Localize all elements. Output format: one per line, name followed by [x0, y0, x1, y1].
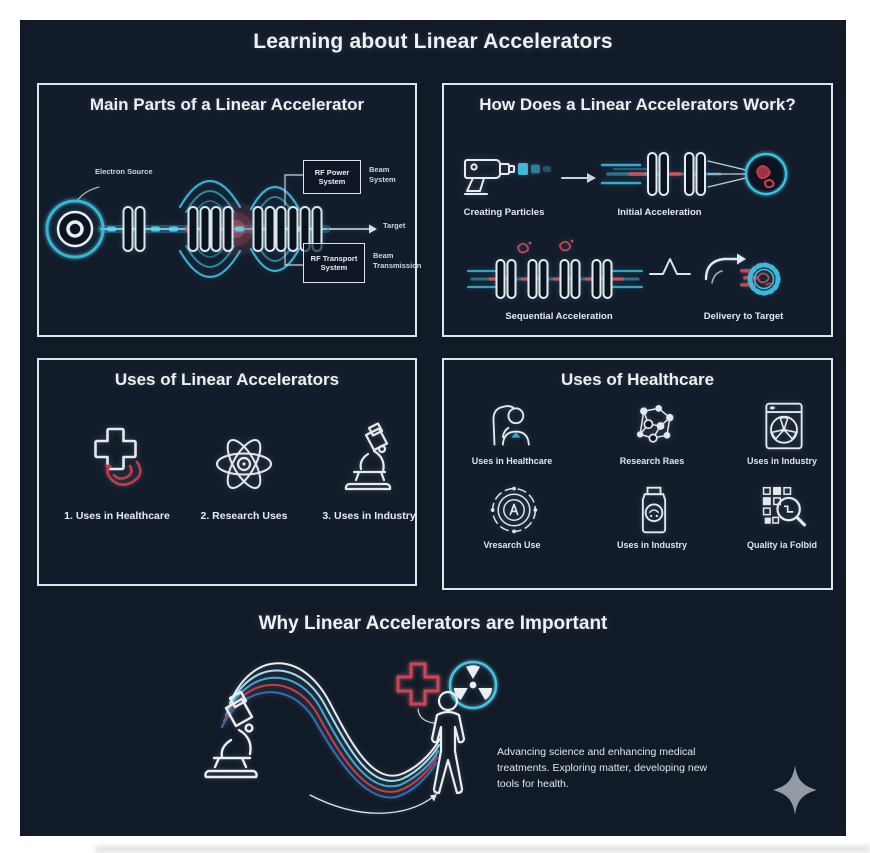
hc-uses-in-industry-label: Uses in Industry — [746, 456, 818, 466]
caregiver-icon — [492, 405, 530, 446]
panel-uses-of-linacs: Uses of Linear Accelerators — [37, 358, 417, 586]
footer-title: Why Linear Accelerators are Important — [258, 613, 608, 634]
panel-how-it-works-title: How Does a Linear Accelerators Work? — [479, 95, 796, 114]
sparkle-icon — [773, 765, 817, 815]
radiation-icon — [447, 659, 499, 711]
medical-cross-icon — [94, 427, 142, 487]
beam-system-label: Beam System — [369, 165, 396, 184]
step-delivery-to-target-label: Delivery to Target — [703, 311, 784, 322]
target-label: Target — [383, 221, 406, 230]
panel-main-parts: Main Parts of a Linear Accelerator — [37, 83, 421, 337]
electron-source-label: Electron Source — [95, 167, 153, 176]
sequential-cavities-icon — [466, 239, 644, 299]
electron-gun-icon — [464, 159, 551, 195]
rf-transport-system-label: RF Transport System — [310, 253, 358, 272]
atom-icon — [216, 439, 272, 489]
footer-cross-icon — [394, 660, 442, 708]
panel-uses-of-healthcare: Uses of Healthcare — [442, 358, 833, 590]
qr-magnifier-icon — [762, 486, 807, 527]
beam-transmission-label: Beam Transmission — [373, 251, 422, 270]
hc-quality-label: Quality ia Folbid — [746, 540, 817, 550]
arrow-right-icon — [561, 173, 596, 183]
footer-description: Advancing science and enhancing medical … — [497, 746, 708, 790]
rf-transport-system-box: RF Transport System — [303, 243, 365, 283]
step-sequential-acceleration-label: Sequential Acceleration — [505, 311, 613, 322]
panel-how-it-works: How Does a Linear Accelerators Work? — [442, 83, 833, 337]
pulse-connector-icon — [649, 258, 691, 275]
linac-schematic — [43, 174, 377, 278]
person-icon — [430, 690, 466, 795]
panel-uses-of-healthcare-title: Uses of Healthcare — [560, 370, 715, 389]
use-healthcare-label: 1. Uses in Healthcare — [64, 510, 170, 522]
hc-uses-in-healthcare-label: Uses in Healthcare — [471, 456, 553, 466]
molecule-icon — [636, 405, 674, 443]
gear-target-icon — [704, 253, 781, 296]
hc-research-label: Research Raes — [619, 456, 685, 466]
step-initial-acceleration-label: Initial Acceleration — [617, 207, 702, 218]
bottom-edge-shadow — [95, 845, 870, 853]
hc-research-use-label: Vresarch Use — [483, 540, 541, 550]
industrial-machine-icon — [765, 402, 803, 450]
rf-power-system-label: RF Power System — [314, 167, 350, 186]
step-creating-particles-label: Creating Particles — [463, 207, 545, 218]
microscope-icon — [344, 422, 392, 491]
importance-illustration — [204, 659, 499, 814]
footer-microscope-icon — [204, 690, 258, 779]
rf-power-system-box: RF Power System — [303, 160, 361, 194]
use-industry-label: 3. Uses in Industry — [322, 510, 416, 522]
panel-uses-of-linacs-title: Uses of Linear Accelerators — [114, 370, 340, 389]
container-icon — [641, 486, 667, 534]
target-dial-icon — [490, 486, 538, 534]
hc-uses-in-industry2-label: Uses in Industry — [616, 540, 688, 550]
use-research-label: 2. Research Uses — [200, 510, 288, 522]
accelerating-cavities-icon — [600, 151, 789, 197]
main-title: Learning about Linear Accelerators — [253, 30, 613, 53]
panel-main-parts-title: Main Parts of a Linear Accelerator — [89, 95, 365, 114]
